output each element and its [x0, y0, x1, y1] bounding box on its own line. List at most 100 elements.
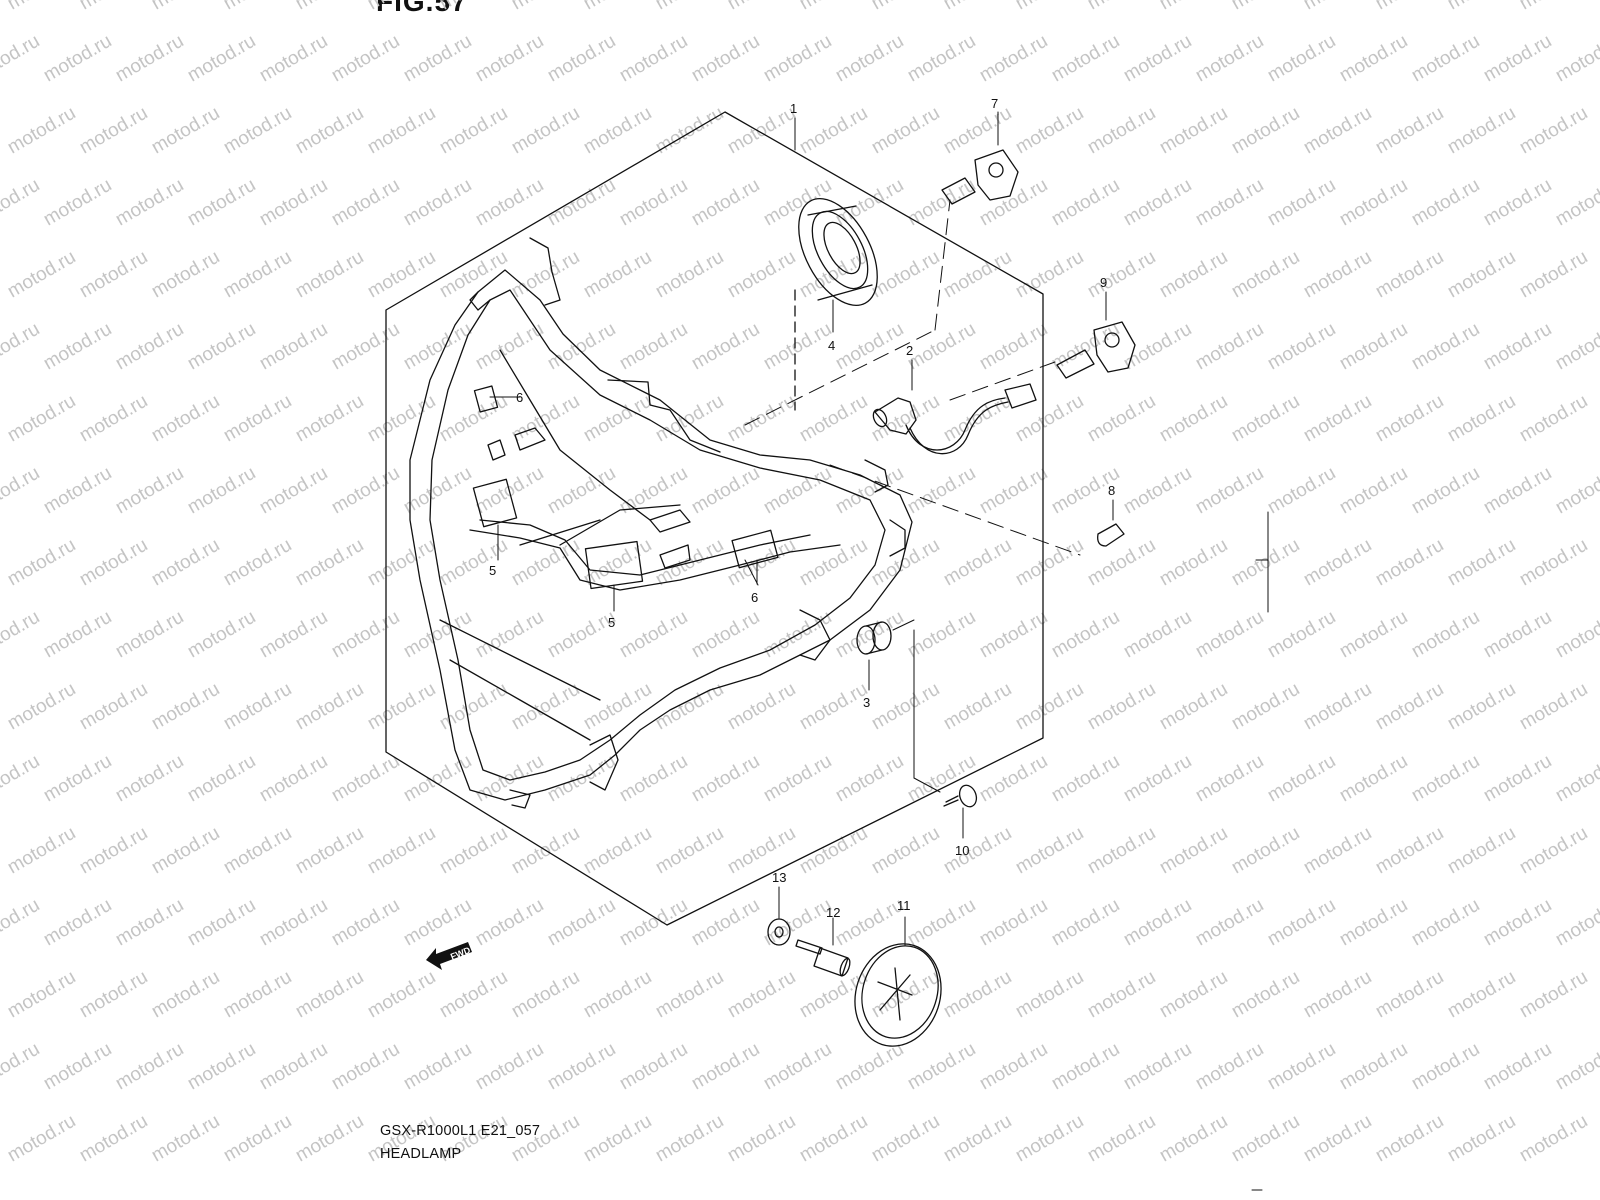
watermark-text: motod.ru — [184, 175, 259, 231]
watermark-text: motod.ru — [508, 535, 583, 591]
watermark-text: motod.ru — [1120, 1039, 1195, 1095]
watermark-text: motod.ru — [868, 247, 943, 303]
watermark-text: motod.ru — [580, 0, 655, 14]
watermark-text: motod.ru — [976, 895, 1051, 951]
watermark-text: motod.ru — [1156, 0, 1231, 14]
watermark-text: motod.ru — [112, 319, 187, 375]
watermark-text: motod.ru — [544, 1039, 619, 1095]
watermark-text: motod.ru — [0, 463, 43, 519]
watermark-text: motod.ru — [292, 535, 367, 591]
watermark-text: motod.ru — [472, 895, 547, 951]
watermark-text: motod.ru — [1120, 751, 1195, 807]
watermark-text: motod.ru — [1264, 319, 1339, 375]
watermark-text: motod.ru — [148, 1111, 223, 1167]
watermark-text: motod.ru — [256, 895, 331, 951]
watermark-text: motod.ru — [1408, 751, 1483, 807]
watermark-text: motod.ru — [400, 895, 475, 951]
watermark-text: motod.ru — [1084, 103, 1159, 159]
watermark-text: motod.ru — [1444, 679, 1519, 735]
watermark-text: motod.ru — [256, 1039, 331, 1095]
watermark-text: motod.ru — [220, 535, 295, 591]
watermark-text: motod.ru — [580, 247, 655, 303]
watermark-text: motod.ru — [148, 247, 223, 303]
bottom-clip-left — [589, 734, 619, 791]
watermark-text: motod.ru — [0, 751, 43, 807]
watermark-text: motod.ru — [796, 103, 871, 159]
watermark-text: motod.ru — [1408, 175, 1483, 231]
watermark-text: motod.ru — [1084, 247, 1159, 303]
watermark-text: motod.ru — [0, 319, 43, 375]
watermark-text: motod.ru — [1156, 679, 1231, 735]
watermark-text: motod.ru — [1480, 31, 1555, 87]
watermark-text: motod.ru — [1192, 175, 1267, 231]
watermark-text: motod.ru — [364, 823, 439, 879]
watermark-text: motod.ru — [1444, 247, 1519, 303]
watermark-text: motod.ru — [76, 535, 151, 591]
watermark-text: motod.ru — [112, 175, 187, 231]
watermark-text: motod.ru — [580, 535, 655, 591]
watermark-text: motod.ru — [1048, 175, 1123, 231]
watermark-text: motod.ru — [1084, 1111, 1159, 1167]
watermark-text: motod.ru — [1444, 535, 1519, 591]
watermark-text: motod.ru — [616, 895, 691, 951]
watermark-text: motod.ru — [796, 1111, 871, 1167]
watermark-text: motod.ru — [904, 31, 979, 87]
rear-bracket — [607, 379, 721, 453]
watermark-text: motod.ru — [652, 967, 727, 1023]
watermark-text: motod.ru — [688, 463, 763, 519]
watermark-text: motod.ru — [832, 175, 907, 231]
watermark-text: motod.ru — [1012, 0, 1087, 14]
watermark-text: motod.ru — [184, 1039, 259, 1095]
watermark-text: motod.ru — [220, 247, 295, 303]
watermark-text: motod.ru — [760, 463, 835, 519]
bulb-part-8 — [1097, 523, 1125, 547]
watermark-text: motod.ru — [904, 1039, 979, 1095]
watermark-text: motod.ru — [508, 247, 583, 303]
watermark-text: motod.ru — [1444, 823, 1519, 879]
watermark-text: motod.ru — [4, 247, 79, 303]
watermark-text: motod.ru — [1156, 823, 1231, 879]
watermark-text: motod.ru — [904, 607, 979, 663]
watermark-text: motod.ru — [4, 679, 79, 735]
watermark-text: motod.ru — [1084, 679, 1159, 735]
watermark-text: motod.ru — [400, 175, 475, 231]
watermark-text: motod.ru — [4, 103, 79, 159]
watermark-text: motod.ru — [1516, 967, 1591, 1023]
watermark-text: motod.ru — [1012, 967, 1087, 1023]
watermark-text: motod.ru — [0, 1039, 43, 1095]
watermark-text: motod.ru — [544, 463, 619, 519]
watermark-text: motod.ru — [1192, 895, 1267, 951]
watermark-text: motod.ru — [184, 607, 259, 663]
lens-center-ridge — [499, 349, 651, 521]
watermark-text: motod.ru — [1156, 535, 1231, 591]
watermark-text: motod.ru — [868, 823, 943, 879]
watermark-text: motod.ru — [1408, 319, 1483, 375]
watermark-text: motod.ru — [868, 967, 943, 1023]
watermark-text: motod.ru — [760, 319, 835, 375]
watermark-text: motod.ru — [580, 679, 655, 735]
watermark-text: motod.ru — [40, 463, 115, 519]
watermark-text: motod.ru — [4, 967, 79, 1023]
watermark-text: motod.ru — [688, 607, 763, 663]
watermark-text: motod.ru — [184, 319, 259, 375]
socket-wiring-part-2 — [872, 383, 1037, 455]
watermark-text: motod.ru — [1480, 319, 1555, 375]
callout-13: 13 — [772, 870, 786, 885]
watermark-text: motod.ru — [328, 31, 403, 87]
watermark-text: motod.ru — [1156, 391, 1231, 447]
callout-8: 8 — [1108, 483, 1115, 498]
watermark-text: motod.ru — [40, 751, 115, 807]
watermark-text: motod.ru — [1120, 607, 1195, 663]
watermark-text: motod.ru — [796, 391, 871, 447]
watermark-text: motod.ru — [1048, 751, 1123, 807]
watermark-text: motod.ru — [724, 535, 799, 591]
callout-5a: 5 — [489, 563, 496, 578]
watermark-text: motod.ru — [1516, 391, 1591, 447]
watermark-text: motod.ru — [1336, 1039, 1411, 1095]
watermark-text: motod.ru — [184, 751, 259, 807]
watermark-text: motod.ru — [544, 895, 619, 951]
watermark-text: motod.ru — [580, 391, 655, 447]
watermark-text: motod.ru — [1228, 247, 1303, 303]
callout-2: 2 — [906, 343, 913, 358]
